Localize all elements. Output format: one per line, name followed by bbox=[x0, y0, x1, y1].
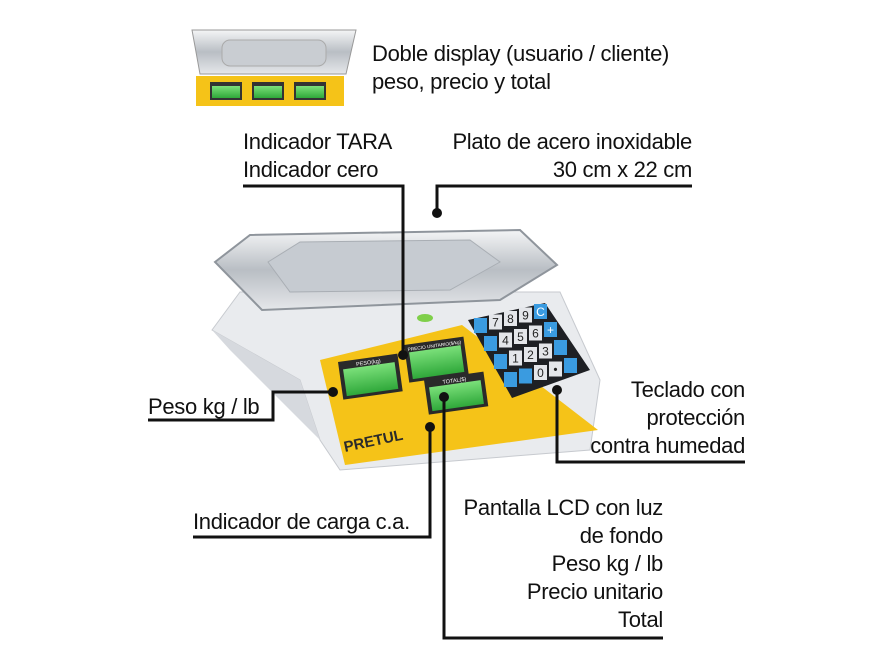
keypad-key-label: 8 bbox=[507, 312, 514, 326]
keypad-key bbox=[524, 347, 537, 362]
keypad-key-label: 2 bbox=[527, 348, 534, 362]
callout-line-pantalla bbox=[442, 397, 663, 640]
keypad-key bbox=[529, 325, 542, 341]
keypad-key bbox=[504, 372, 517, 387]
callout-lines bbox=[148, 184, 745, 640]
keypad-key-label: 1 bbox=[512, 352, 519, 366]
keypad-key bbox=[544, 322, 557, 337]
keypad-key bbox=[519, 368, 532, 384]
label-peso: Peso kg / lb bbox=[148, 393, 260, 421]
display-label-total: TOTAL($) bbox=[442, 377, 467, 386]
label-line: Indicador TARA bbox=[243, 129, 393, 154]
keypad-key bbox=[564, 358, 577, 373]
label-line: Peso kg / lb bbox=[148, 394, 260, 419]
keypad-key bbox=[549, 361, 562, 377]
label-plato: Plato de acero inoxidable 30 cm x 22 cm bbox=[452, 128, 692, 184]
keypad-key bbox=[539, 343, 552, 359]
keypad-key bbox=[494, 354, 507, 369]
label-teclado: Teclado con protección contra humedad bbox=[590, 376, 745, 460]
label-line: Pantalla LCD con luz bbox=[463, 495, 664, 520]
label-pantalla-lcd: Pantalla LCD con luz de fondo Peso kg / … bbox=[463, 494, 664, 634]
keypad-key-label: + bbox=[547, 323, 554, 337]
callout-line-tara bbox=[243, 184, 405, 355]
callout-line-teclado bbox=[555, 390, 745, 464]
label-line: 30 cm x 22 cm bbox=[552, 157, 692, 182]
keypad-key bbox=[509, 350, 522, 366]
label-line: Plato de acero inoxidable bbox=[452, 129, 692, 154]
callout-line-carga bbox=[193, 427, 432, 539]
keypad-key-label: 3 bbox=[542, 345, 549, 359]
label-line: contra humedad bbox=[590, 433, 745, 458]
label-indicador-tara: Indicador TARA Indicador cero bbox=[243, 128, 392, 184]
callout-dots bbox=[328, 208, 562, 432]
keypad-key bbox=[489, 314, 502, 330]
keypad-key bbox=[514, 329, 527, 344]
scale-body: PRETUL PESO(kg) PRECIO UNITARIO($/kg) TO… bbox=[211, 228, 601, 471]
keypad-key bbox=[474, 318, 487, 333]
keypad-key bbox=[484, 336, 497, 351]
keypad-key-label: 4 bbox=[502, 334, 509, 348]
label-line: Doble display (usuario / cliente) bbox=[372, 41, 670, 66]
keypad-key-label: 6 bbox=[532, 327, 539, 341]
label-line: Precio unitario bbox=[526, 579, 663, 604]
label-line: Peso kg / lb bbox=[551, 551, 664, 576]
display-unit-price: PRECIO UNITARIO($/kg) bbox=[403, 336, 469, 383]
label-doble-display: Doble display (usuario / cliente) peso, … bbox=[372, 40, 669, 96]
keypad-key-label: 5 bbox=[517, 330, 524, 344]
callout-line-plato bbox=[435, 184, 692, 213]
keypad-key bbox=[534, 365, 547, 380]
label-line: Indicador de carga c.a. bbox=[193, 509, 410, 534]
display-weight: PESO(kg) bbox=[337, 353, 403, 400]
label-line: Indicador cero bbox=[243, 157, 379, 182]
keypad-key bbox=[504, 311, 517, 326]
keypad-key-label: • bbox=[553, 363, 557, 377]
keypad-key bbox=[499, 332, 512, 348]
label-line: protección bbox=[646, 405, 745, 430]
display-total: TOTAL($) bbox=[424, 371, 489, 415]
keypad-key-label: C bbox=[536, 305, 545, 319]
keypad-key-label: 7 bbox=[492, 316, 499, 330]
display-label-weight: PESO(kg) bbox=[356, 359, 382, 368]
label-line: de fondo bbox=[579, 523, 664, 548]
keypad-key bbox=[519, 307, 532, 323]
label-line: Total bbox=[618, 607, 663, 632]
callout-line-peso bbox=[148, 390, 333, 422]
label-indicador-carga: Indicador de carga c.a. bbox=[193, 508, 410, 536]
keypad-key-label: 9 bbox=[522, 309, 529, 323]
keypad-key bbox=[554, 340, 567, 355]
label-line: Teclado con bbox=[630, 377, 745, 402]
label-line: peso, precio y total bbox=[372, 69, 551, 94]
thumbnail-scale bbox=[191, 29, 357, 106]
keypad-key bbox=[534, 304, 547, 319]
keypad-key-label: 0 bbox=[537, 366, 544, 380]
